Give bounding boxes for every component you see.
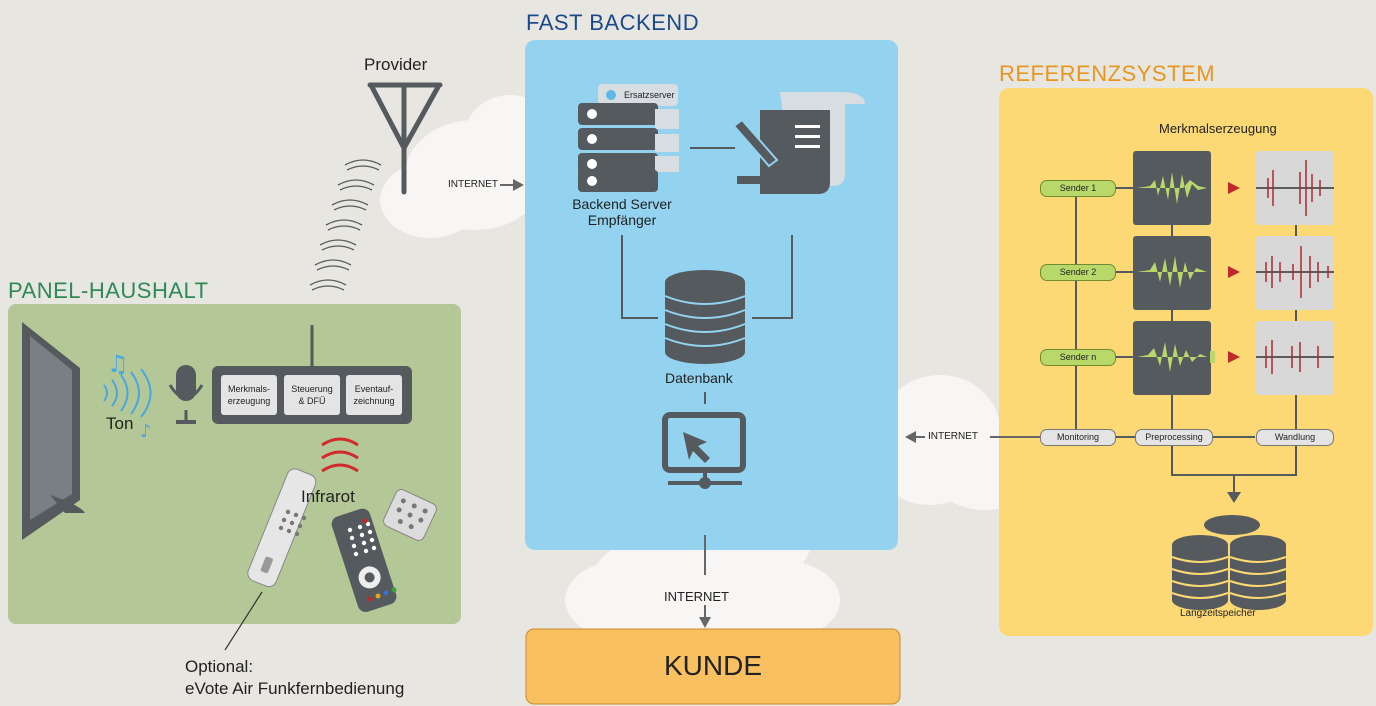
- backend-server-line2: Empfänger: [587, 212, 657, 228]
- database-icon: [664, 270, 746, 364]
- module-line: Steuerung: [291, 384, 333, 394]
- module-line: & DFÜ: [298, 396, 326, 406]
- kunde-label: KUNDE: [663, 650, 762, 681]
- internet-label-bottom: INTERNET: [664, 589, 729, 604]
- backend-server-line1: Backend Server: [572, 196, 672, 212]
- sender-chip-1: Sender 1: [1040, 180, 1116, 197]
- module-steuerung: Steuerung & DFÜ: [284, 375, 340, 415]
- document-pen-icon: [732, 92, 865, 194]
- fast-backend-title: FAST BACKEND: [526, 10, 700, 35]
- kunde-box: [525, 628, 901, 705]
- antenna-icon: [367, 82, 443, 195]
- remote-icons: [247, 468, 437, 612]
- sender-chip-n: Sender n: [1040, 349, 1116, 366]
- tv-icon: [22, 322, 85, 540]
- provider-label: Provider: [364, 55, 428, 74]
- fingerprint-panels: [1256, 151, 1334, 395]
- svg-text:♫: ♫: [107, 350, 129, 378]
- module-eventaufzeichnung: Eventauf-zeichnung: [346, 375, 402, 415]
- internet-label-left: INTERNET: [448, 179, 498, 190]
- ersatzserver-label: Ersatzserver: [624, 90, 675, 100]
- svg-text:♪: ♪: [140, 421, 152, 442]
- backend-server-label: Backend Server Empfänger: [562, 196, 682, 228]
- module-line: Merkmals-: [227, 384, 270, 394]
- langzeitspeicher-label: Langzeitspeicher: [1180, 608, 1256, 619]
- merkmalserzeugung-label: Merkmalserzeugung: [1159, 121, 1277, 136]
- sound-waves: [103, 368, 152, 418]
- waveform-panels: [1133, 151, 1215, 395]
- microphone-icon: [168, 365, 204, 424]
- monitoring-chip: Monitoring: [1040, 429, 1116, 446]
- datenbank-label: Datenbank: [665, 370, 733, 386]
- module-line: Eventauf-: [354, 384, 394, 394]
- infrarot-label: Infrarot: [301, 487, 355, 506]
- wandlung-chip: Wandlung: [1256, 429, 1334, 446]
- radio-waves: [309, 159, 382, 291]
- optional-label-1: Optional:: [185, 657, 254, 676]
- optional-label-2: eVote Air Funkfernbedienung: [185, 679, 405, 698]
- ton-label: Ton: [106, 414, 134, 433]
- cloud-shapes: [380, 95, 1040, 645]
- sender-chip-2: Sender 2: [1040, 264, 1116, 281]
- monitor-icon: [662, 412, 746, 489]
- referenzsystem-title: REFERENZSYSTEM: [999, 61, 1216, 86]
- panel-haushalt-title: PANEL-HAUSHALT: [8, 278, 209, 303]
- module-line: zeichnung: [353, 396, 395, 406]
- module-line: erzeugung: [227, 396, 271, 406]
- internet-label-right: INTERNET: [928, 431, 978, 442]
- storage-icon: [1171, 515, 1287, 610]
- module-merkmalserzeugung: Merkmals-erzeugung: [221, 375, 277, 415]
- server-icon: [578, 84, 679, 192]
- infrared-waves: [321, 437, 359, 473]
- preprocessing-chip: Preprocessing: [1135, 429, 1213, 446]
